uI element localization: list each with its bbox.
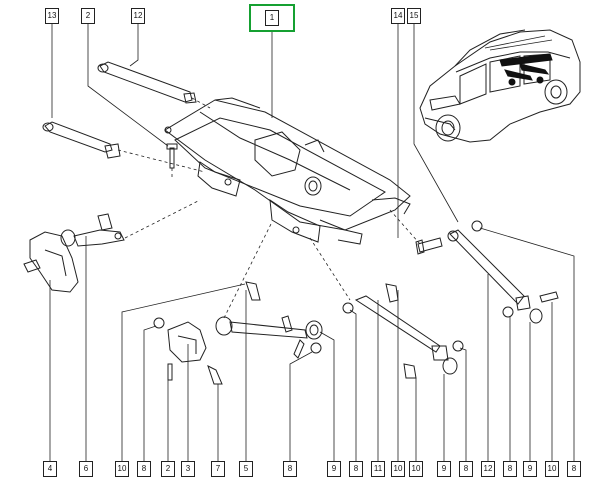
label-10: 10 (391, 461, 405, 477)
label-10: 10 (545, 461, 559, 477)
lower-link-assembly (153, 281, 323, 385)
label-11: 11 (371, 461, 385, 477)
label-9: 9 (437, 461, 451, 477)
label-14: 14 (391, 8, 405, 24)
lower-arm-13 (42, 121, 121, 159)
left-bracket-assembly (23, 213, 125, 293)
label-12: 12 (131, 8, 145, 24)
car-rear-suspension-highlight (499, 53, 553, 86)
label-4: 4 (43, 461, 57, 477)
dashed-guides (117, 97, 421, 319)
long-arm-12-right (415, 220, 559, 324)
right-link-assembly (342, 283, 464, 379)
label-8: 8 (503, 461, 517, 477)
label-13: 13 (45, 8, 59, 24)
label-8: 8 (283, 461, 297, 477)
label-12: 12 (481, 461, 495, 477)
leader-lines (49, 22, 575, 462)
highlight-box-item-1 (249, 4, 295, 32)
label-1: 1 (265, 10, 279, 26)
label-6: 6 (79, 461, 93, 477)
label-7: 7 (211, 461, 225, 477)
label-10: 10 (115, 461, 129, 477)
label-9: 9 (523, 461, 537, 477)
bolt-top-2 (166, 143, 178, 169)
label-2: 2 (161, 461, 175, 477)
rear-subframe (164, 97, 411, 245)
upper-arm-12 (97, 61, 197, 104)
label-2: 2 (81, 8, 95, 24)
label-3: 3 (181, 461, 195, 477)
label-8: 8 (349, 461, 363, 477)
label-15: 15 (407, 8, 421, 24)
label-10: 10 (409, 461, 423, 477)
label-8: 8 (567, 461, 581, 477)
label-9: 9 (327, 461, 341, 477)
label-5: 5 (239, 461, 253, 477)
car-illustration (419, 29, 581, 143)
label-8: 8 (137, 461, 151, 477)
label-8: 8 (459, 461, 473, 477)
